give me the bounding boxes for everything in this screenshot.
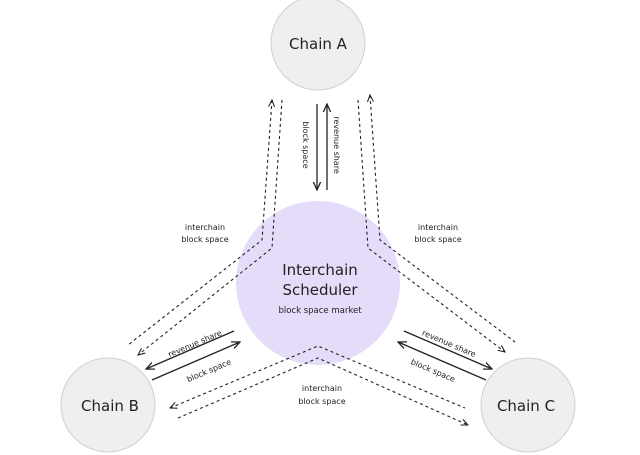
scheduler-title-line1: Interchain — [282, 261, 358, 279]
interchain-label-right-line2: block space — [414, 235, 461, 244]
revenue-share-label-a: revenue share — [332, 116, 341, 174]
interchain-label-right-line1: interchain — [418, 223, 458, 232]
block-space-label-c: block space — [409, 357, 456, 384]
scheduler-circle — [236, 201, 400, 365]
scheduler-title-line2: Scheduler — [282, 281, 358, 299]
interchain-path-ab-1 — [127, 100, 272, 346]
block-space-label-b: block space — [186, 357, 233, 384]
interchain-path-ac-2 — [370, 95, 516, 343]
revenue-share-label-b: revenue share — [167, 328, 223, 359]
interchain-path-ac-1 — [357, 99, 505, 352]
revenue-share-arrow-c — [403, 330, 492, 369]
revenue-share-arrow-b — [146, 330, 235, 369]
interchain-label-bottom-line2: block space — [298, 397, 345, 406]
chain-c-label: Chain C — [497, 397, 555, 415]
interchain-label-bottom-line1: interchain — [302, 384, 342, 393]
chain-b-circle — [60, 357, 156, 453]
chain-c-circle — [480, 357, 576, 453]
interchain-label-left-line1: interchain — [185, 223, 225, 232]
block-space-label-a: block space — [301, 121, 310, 168]
interchain-path-bc-1 — [170, 345, 466, 408]
block-space-arrow-c — [398, 342, 487, 381]
scheduler-subtitle: block space market — [278, 306, 362, 316]
chain-a-label: Chain A — [289, 35, 348, 53]
block-space-arrow-b — [151, 342, 240, 381]
interchain-path-ab-2 — [138, 99, 283, 355]
chain-b-label: Chain B — [81, 397, 139, 415]
revenue-share-label-c: revenue share — [421, 328, 477, 359]
interchain-path-bc-2 — [177, 357, 468, 425]
interchain-label-left-line2: block space — [181, 235, 228, 244]
chain-a-circle — [270, 0, 366, 91]
